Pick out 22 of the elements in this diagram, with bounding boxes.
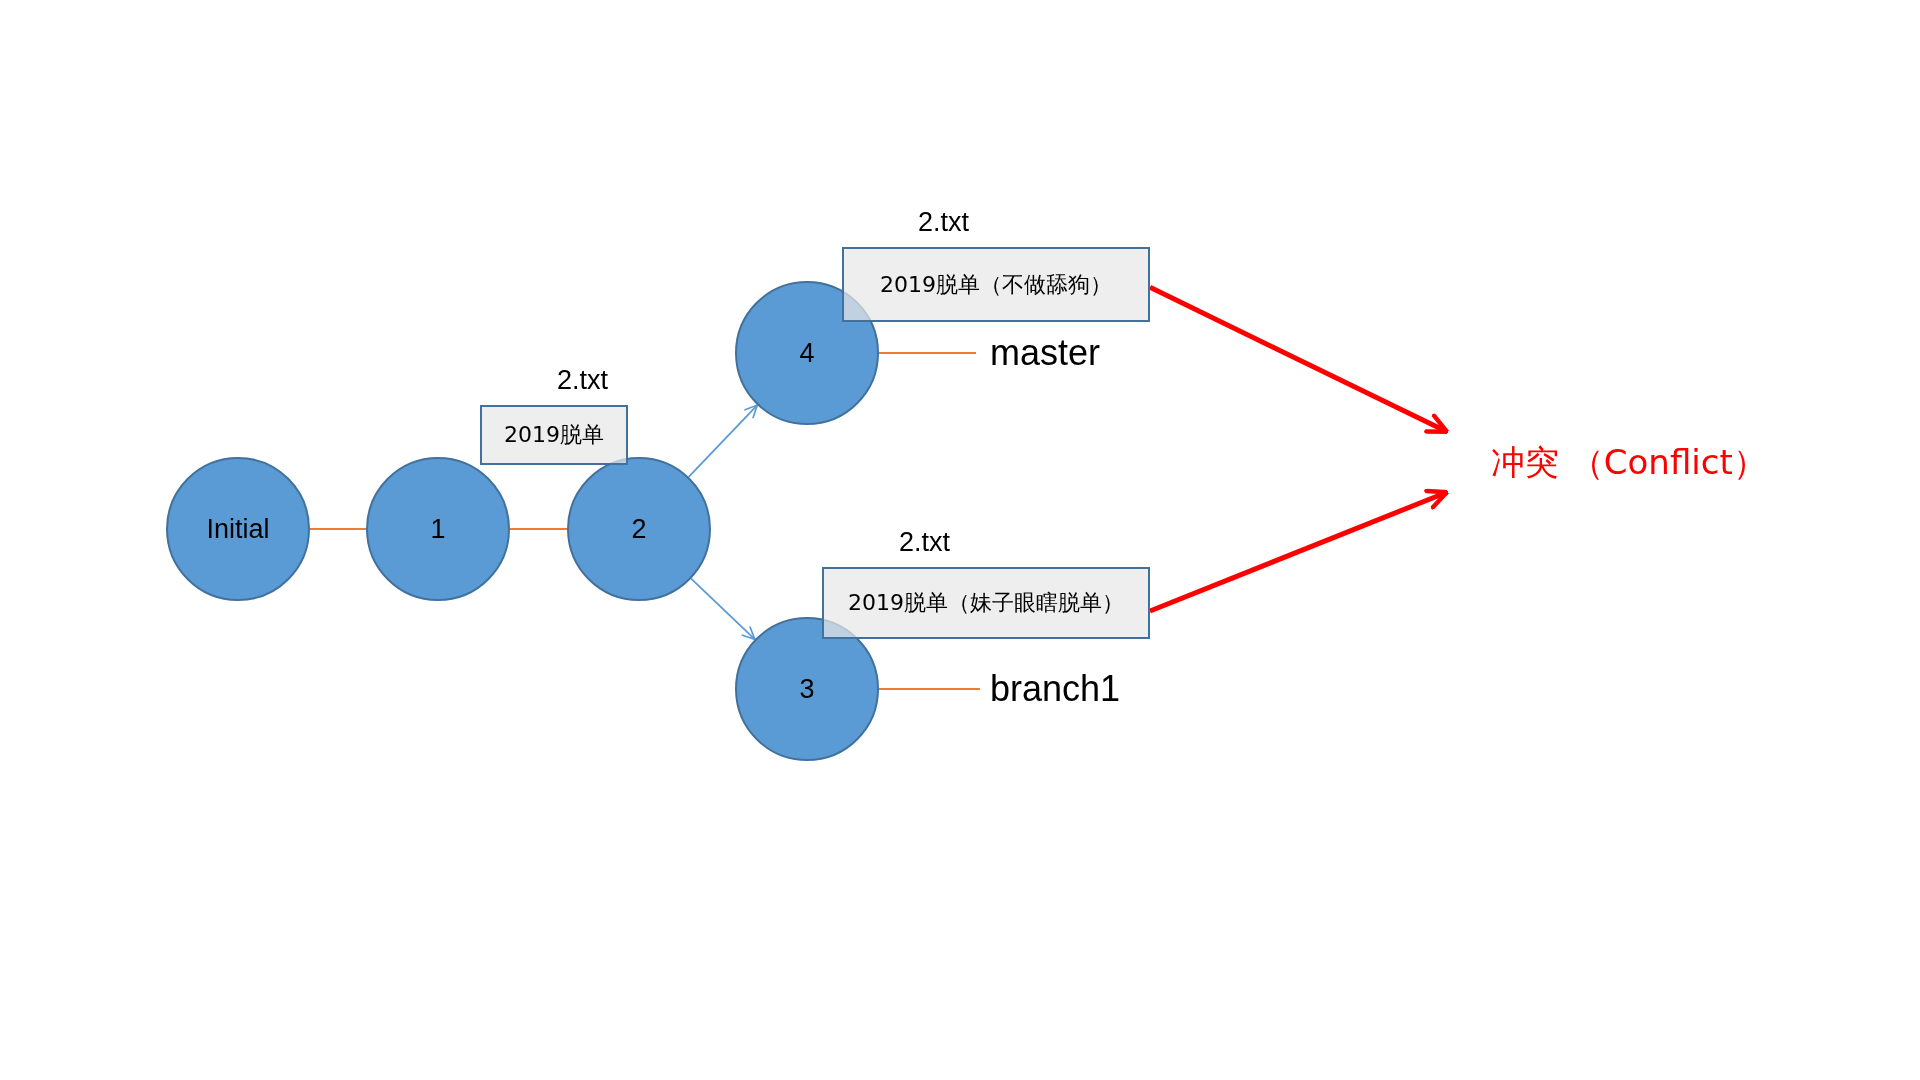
file-content: 2019脱单（妹子眼瞎脱单） (848, 589, 1124, 617)
commit-number: Initial (206, 513, 270, 545)
connector-line (878, 352, 977, 354)
conflict-label: 冲突 （Conflict） (1491, 440, 1767, 484)
branch-label: master (990, 332, 1101, 374)
connector-line (878, 688, 981, 690)
file-content: 2019脱单 (504, 421, 604, 449)
commit-number: 2 (631, 513, 647, 545)
commit-number: 4 (799, 337, 815, 369)
connector-line (509, 528, 568, 530)
file-name: 2.txt (918, 207, 970, 238)
arrow (1149, 488, 1450, 614)
connector-line (309, 528, 367, 530)
branch-label: branch1 (990, 668, 1121, 710)
arrow (1148, 285, 1450, 435)
arrow (687, 404, 759, 478)
commit-number: 1 (430, 513, 446, 545)
file-name: 2.txt (557, 365, 609, 396)
file-name: 2.txt (899, 527, 951, 558)
arrow (690, 577, 756, 641)
commit-number: 3 (799, 673, 815, 705)
file-content: 2019脱单（不做舔狗） (880, 270, 1112, 299)
